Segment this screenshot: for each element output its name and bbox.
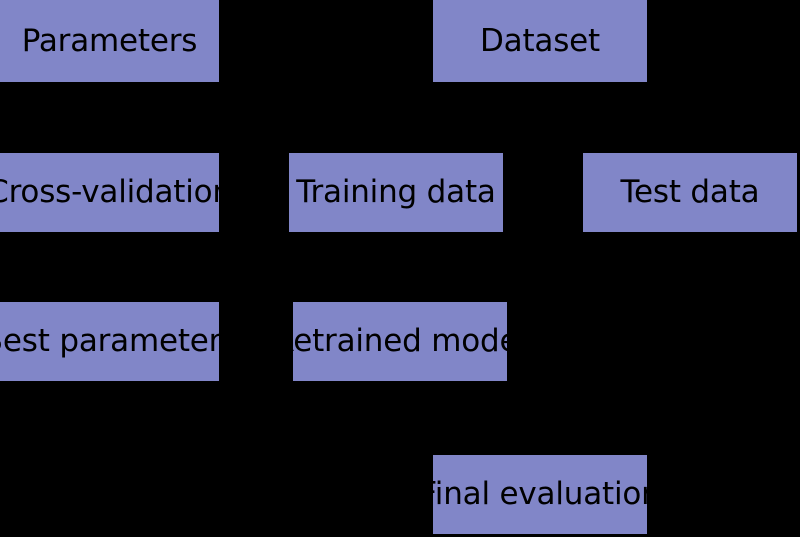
node-test-data-label: Test data (620, 174, 760, 210)
node-cross-validation[interactable]: Cross-validation (0, 153, 232, 232)
node-final-evaluation-label: Final evaluation (419, 476, 661, 512)
node-best-parameters[interactable]: Best parameters (0, 302, 237, 381)
node-training-data[interactable]: Training data (289, 153, 503, 232)
node-training-data-label: Training data (296, 174, 496, 210)
node-parameters-label: Parameters (21, 22, 198, 59)
node-dataset[interactable]: Dataset (433, 0, 647, 82)
node-dataset-label: Dataset (480, 22, 600, 59)
node-retrained-model[interactable]: Retrained model (273, 302, 527, 381)
node-parameters[interactable]: Parameters (0, 0, 219, 82)
node-test-data[interactable]: Test data (583, 153, 797, 232)
node-best-parameters-label: Best parameters (0, 323, 238, 359)
node-retrained-model-label: Retrained model (273, 323, 527, 359)
node-cross-validation-label: Cross-validation (0, 174, 232, 210)
node-final-evaluation[interactable]: Final evaluation (419, 455, 661, 534)
